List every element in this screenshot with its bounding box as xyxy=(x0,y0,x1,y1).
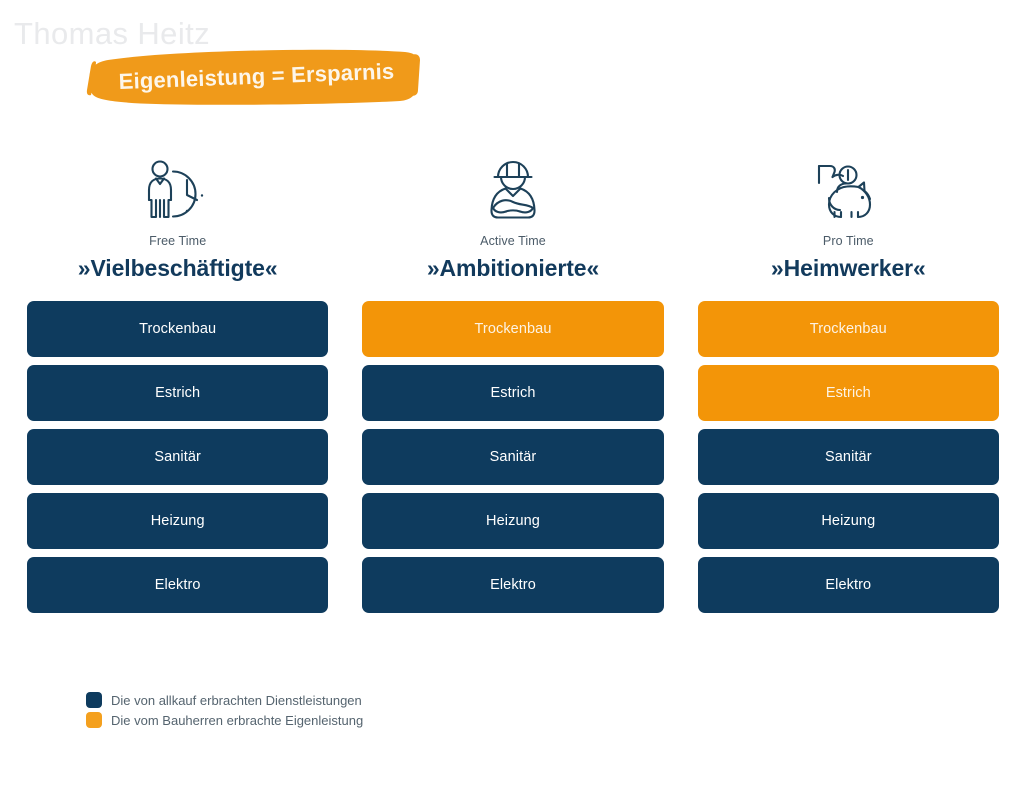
service-bar[interactable]: Elektro xyxy=(697,557,999,613)
persona-subtitle: Free Time xyxy=(149,234,207,248)
service-bar[interactable]: Sanitär xyxy=(27,429,329,485)
banner-brush-shape xyxy=(86,49,420,105)
legend-swatch-orange xyxy=(86,712,102,728)
service-bar[interactable]: Trockenbau xyxy=(362,301,664,357)
piggy-bank-icon xyxy=(813,152,883,230)
service-bar[interactable]: Trockenbau xyxy=(27,301,329,357)
legend-item-eigenleistung: Die vom Bauherren erbrachte Eigenleistun… xyxy=(86,712,363,728)
persona-title: »Heimwerker« xyxy=(770,255,926,281)
legend: Die von allkauf erbrachten Dienstleistun… xyxy=(86,692,363,728)
banner-label: Eigenleistung = Ersparnis xyxy=(118,58,395,95)
construction-worker-icon xyxy=(480,152,546,230)
service-bar[interactable]: Sanitär xyxy=(362,429,664,485)
service-bar[interactable]: Estrich xyxy=(362,365,664,421)
service-bar[interactable]: Estrich xyxy=(27,365,329,421)
service-bar[interactable]: Heizung xyxy=(362,493,664,549)
service-bar[interactable]: Elektro xyxy=(362,557,664,613)
service-bar[interactable]: Sanitär xyxy=(697,429,999,485)
service-bar[interactable]: Heizung xyxy=(27,493,329,549)
person-clock-icon xyxy=(140,152,216,230)
persona-column-heimwerker: Pro Time »Heimwerker« Trockenbau Estrich… xyxy=(697,152,999,613)
legend-label: Die vom Bauherren erbrachte Eigenleistun… xyxy=(111,712,364,728)
service-bar-list: Trockenbau Estrich Sanitär Heizung Elekt… xyxy=(362,301,664,613)
service-bar[interactable]: Trockenbau xyxy=(697,301,999,357)
legend-label: Die von allkauf erbrachten Dienstleistun… xyxy=(111,692,362,708)
service-bar[interactable]: Elektro xyxy=(27,557,329,613)
persona-title: »Vielbeschäftigte« xyxy=(77,255,278,281)
legend-swatch-navy xyxy=(86,692,102,708)
service-bar[interactable]: Estrich xyxy=(697,365,999,421)
service-bar[interactable]: Heizung xyxy=(697,493,999,549)
persona-column-ambitionierte: Active Time »Ambitionierte« Trockenbau E… xyxy=(362,152,664,613)
service-bar-list: Trockenbau Estrich Sanitär Heizung Elekt… xyxy=(27,301,329,613)
persona-subtitle: Pro Time xyxy=(822,234,874,248)
service-bar-list: Trockenbau Estrich Sanitär Heizung Elekt… xyxy=(697,301,999,613)
headline-banner: Eigenleistung = Ersparnis xyxy=(78,46,423,108)
persona-column-vielbeschaeftigte: Free Time »Vielbeschäftigte« Trockenbau … xyxy=(27,152,329,613)
persona-columns: Free Time »Vielbeschäftigte« Trockenbau … xyxy=(27,152,999,613)
watermark-text: Thomas Heitz xyxy=(14,16,211,51)
legend-item-dienstleistungen: Die von allkauf erbrachten Dienstleistun… xyxy=(86,692,363,708)
persona-title: »Ambitionierte« xyxy=(426,255,600,281)
persona-subtitle: Active Time xyxy=(480,234,546,248)
